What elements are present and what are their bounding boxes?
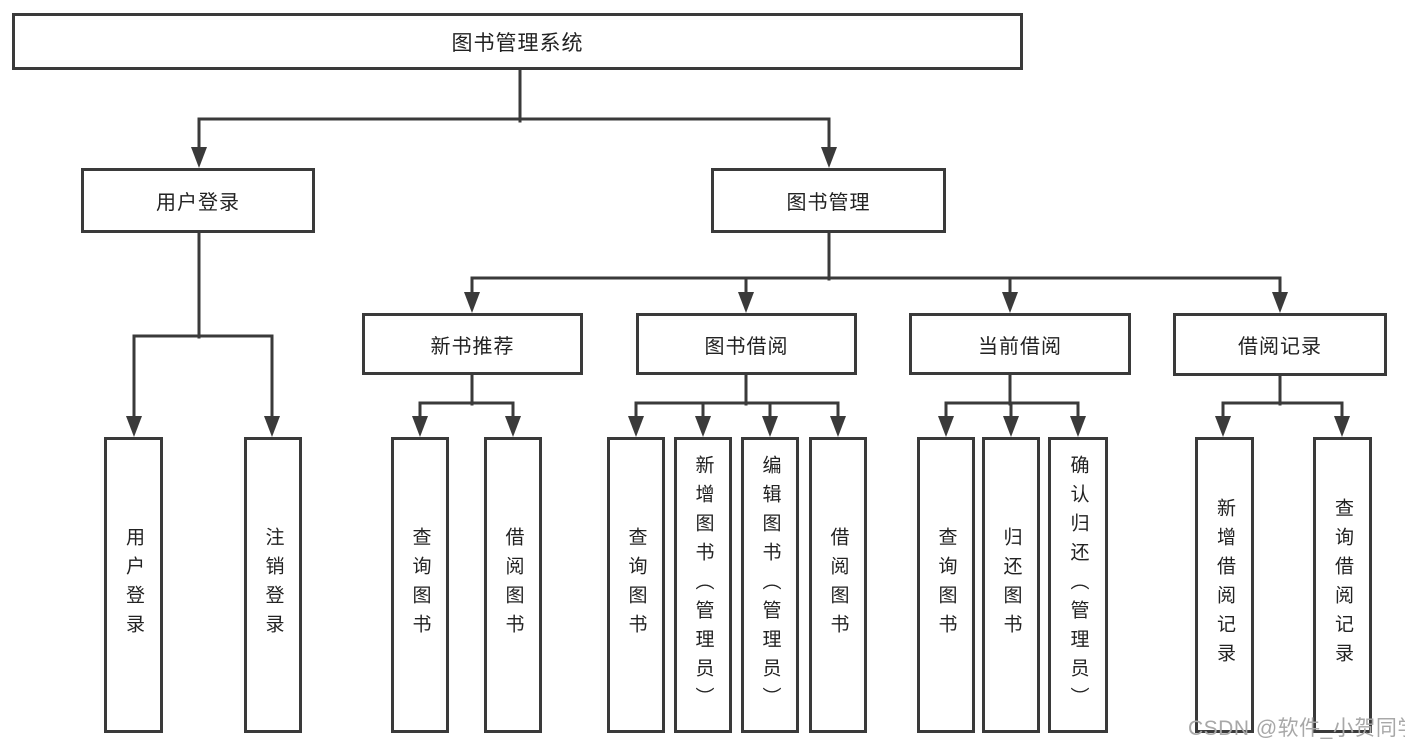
- arrowhead: [1215, 416, 1231, 437]
- arrowhead: [1070, 416, 1086, 437]
- node-label: 当前借阅: [978, 335, 1062, 358]
- node-user-login: 用户登录: [81, 168, 315, 233]
- watermark: CSDN @软件_小贺同学: [1188, 717, 1405, 740]
- node-label: 借阅记录: [1238, 336, 1322, 358]
- node-label: 用户登录: [156, 192, 240, 214]
- node-leaf-edit-book-admin: 编辑图书（管理员）: [741, 437, 799, 733]
- node-label: 借阅图书: [502, 527, 524, 643]
- node-current-borrow: 当前借阅: [909, 313, 1131, 375]
- arrowhead: [1003, 416, 1019, 437]
- node-book-management: 图书管理: [711, 168, 946, 233]
- node-label: 查询借阅记录: [1332, 498, 1353, 672]
- node-leaf-add-book-admin: 新增图书（管理员）: [674, 437, 732, 733]
- node-label: 新增借阅记录: [1214, 498, 1235, 672]
- arrowhead: [938, 416, 954, 437]
- node-label: 查询图书: [409, 527, 431, 643]
- node-leaf-query-books-current: 查询图书: [917, 437, 975, 733]
- node-label: 图书管理: [786, 192, 871, 214]
- node-leaf-borrow-books-recommend: 借阅图书: [484, 437, 542, 733]
- arrowhead: [264, 416, 280, 437]
- node-label: 归还图书: [1000, 527, 1022, 643]
- arrowhead: [1334, 416, 1350, 437]
- node-leaf-return-book: 归还图书: [982, 437, 1040, 733]
- node-label: 查询图书: [625, 527, 647, 643]
- node-leaf-confirm-return-admin: 确认归还（管理员）: [1048, 437, 1108, 733]
- arrowhead: [191, 147, 207, 168]
- arrowhead: [1002, 292, 1018, 313]
- node-leaf-user-login: 用户登录: [104, 437, 163, 733]
- arrowhead: [830, 416, 846, 437]
- node-label: 图书借阅: [704, 335, 789, 358]
- arrowhead: [412, 416, 428, 437]
- node-label: 新增图书（管理员）: [692, 454, 714, 716]
- node-label: 借阅图书: [827, 527, 849, 643]
- arrowhead: [695, 416, 711, 437]
- node-root: 图书管理系统: [12, 13, 1023, 70]
- node-leaf-logout: 注销登录: [244, 437, 302, 733]
- node-book-borrow: 图书借阅: [636, 313, 857, 375]
- node-label: 确认归还（管理员）: [1067, 454, 1089, 716]
- node-leaf-add-borrow-record: 新增借阅记录: [1195, 437, 1254, 733]
- node-leaf-borrow-books-borrow: 借阅图书: [809, 437, 867, 733]
- arrowhead: [738, 292, 754, 313]
- node-leaf-query-books-borrow: 查询图书: [607, 437, 665, 733]
- node-borrow-records: 借阅记录: [1173, 313, 1387, 376]
- node-label: 用户登录: [123, 527, 144, 643]
- arrowhead: [126, 416, 142, 437]
- node-label: 编辑图书（管理员）: [759, 454, 781, 716]
- arrowhead: [762, 416, 778, 437]
- node-label: 新书推荐: [430, 335, 515, 358]
- arrowhead: [628, 416, 644, 437]
- node-label: 图书管理系统: [451, 31, 584, 55]
- node-new-book-recommend: 新书推荐: [362, 313, 583, 375]
- arrowhead: [505, 416, 521, 437]
- arrowhead: [821, 147, 837, 168]
- node-label: 查询图书: [935, 527, 957, 643]
- node-label: 注销登录: [262, 527, 284, 643]
- node-leaf-query-books-recommend: 查询图书: [391, 437, 449, 733]
- node-leaf-query-borrow-record: 查询借阅记录: [1313, 437, 1372, 733]
- arrowhead: [1272, 292, 1288, 313]
- arrowhead: [464, 292, 480, 313]
